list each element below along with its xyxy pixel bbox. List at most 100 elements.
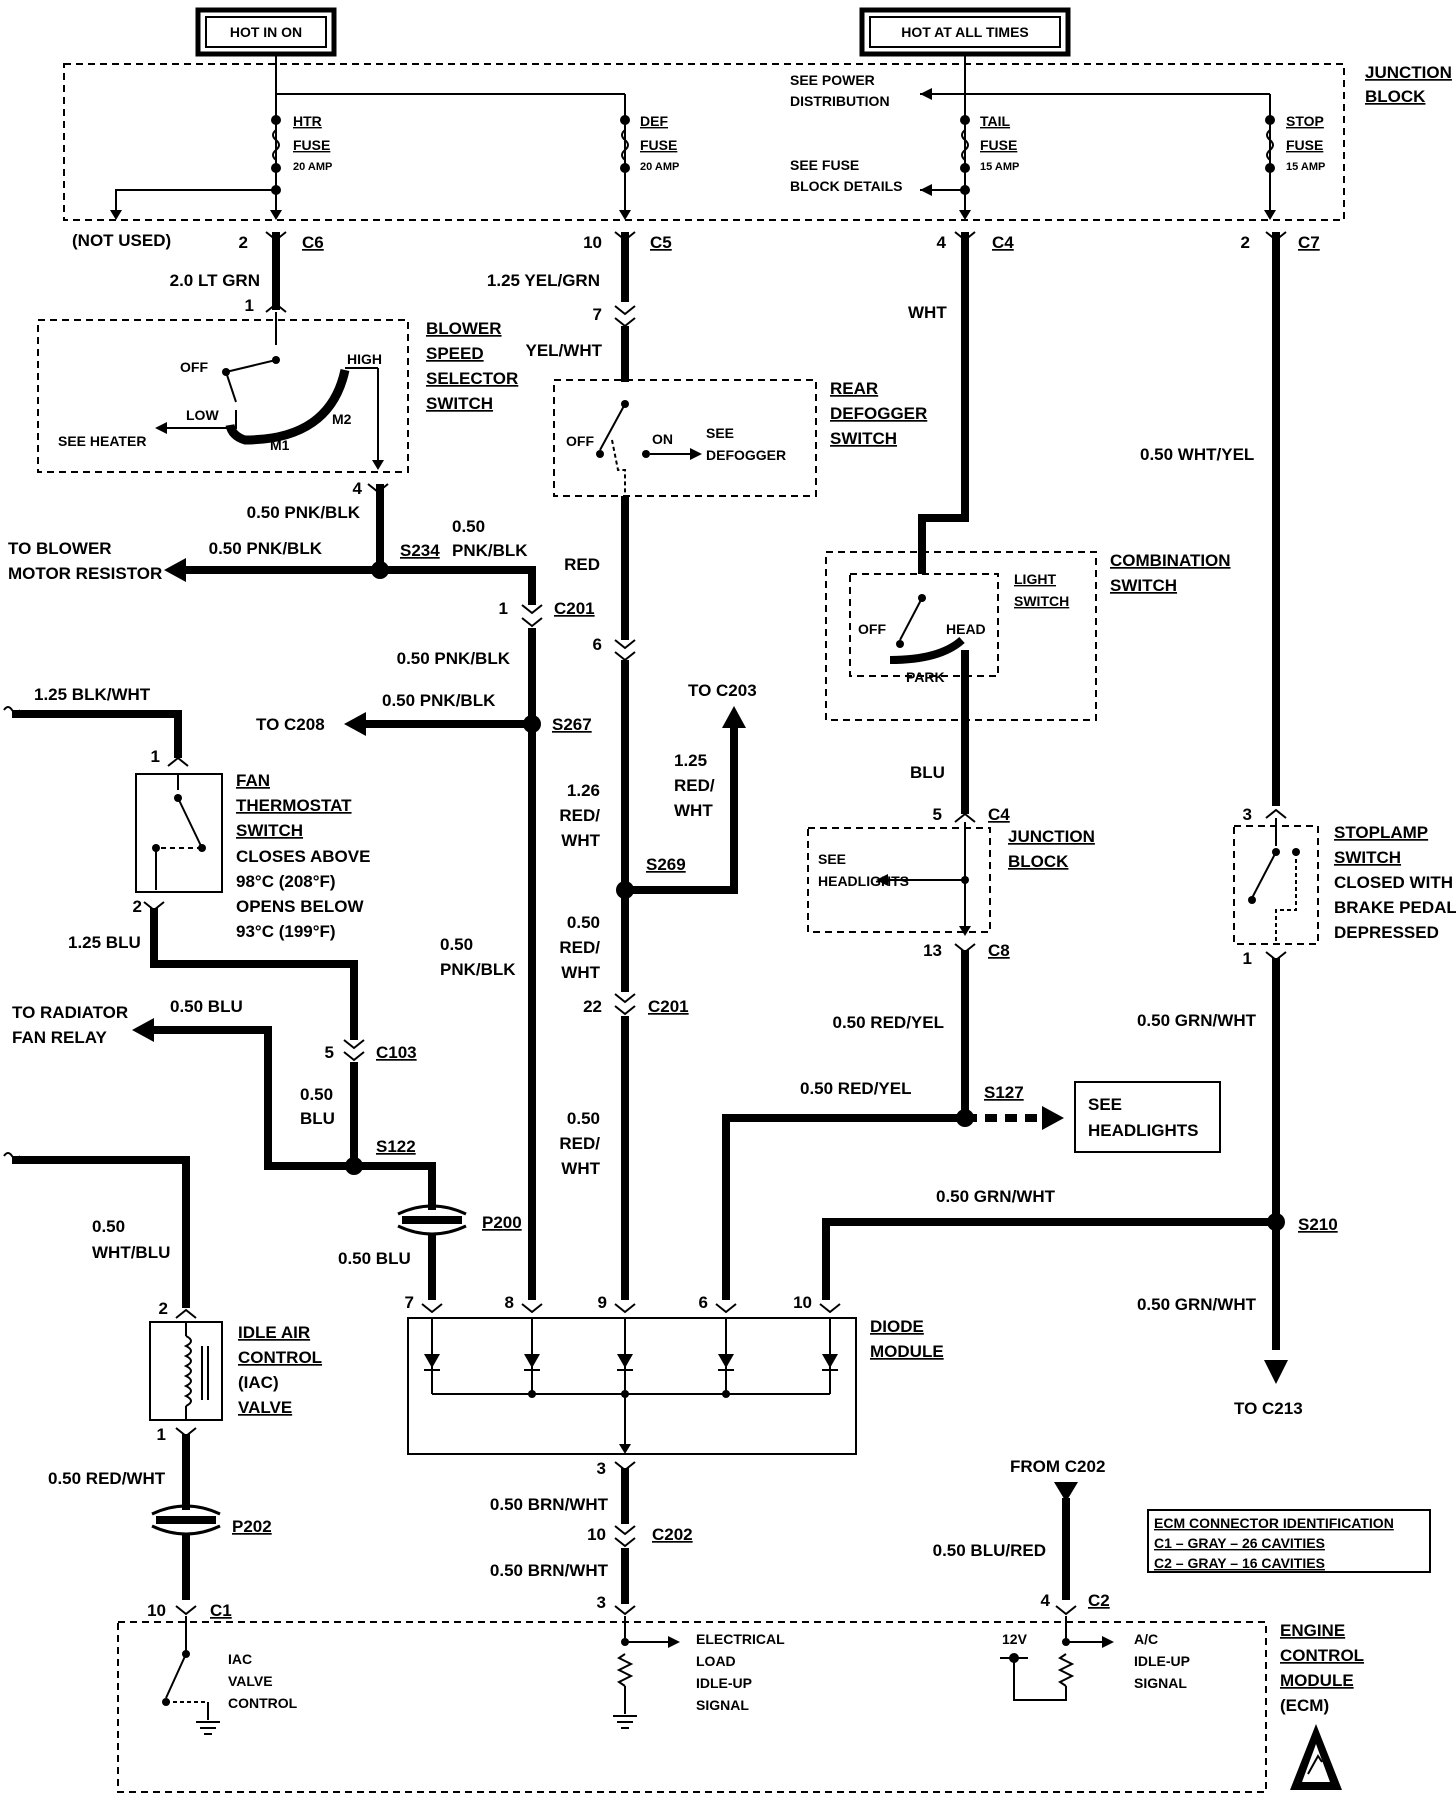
ecm-label-1: ENGINE (1280, 1621, 1345, 1640)
light-off: OFF (858, 621, 886, 637)
p202-connector (151, 1504, 221, 1536)
def-fuse-label-2: FUSE (640, 137, 677, 153)
fan-thermostat-switch (135, 773, 223, 893)
wire-pnk-blk-4: 0.50 PNK/BLK (397, 649, 511, 668)
splice-s127: S127 (984, 1083, 1024, 1102)
c6-pin: 2 (239, 233, 248, 252)
defog-label-2: DEFOGGER (830, 404, 927, 423)
ecm-ac-2: IDLE-UP (1134, 1653, 1190, 1669)
wire-red-wht-050a-2: RED/ (559, 938, 600, 957)
to-c213: TO C213 (1234, 1399, 1303, 1418)
light-park: PARK (906, 669, 945, 685)
junction-block-label-1: JUNCTION (1365, 63, 1452, 82)
ecm-conn-id-2: C1 – GRAY – 26 CAVITIES (1154, 1535, 1325, 1551)
blower-label-3: SELECTOR (426, 369, 518, 388)
fan-label-1: FAN (236, 771, 270, 790)
splice-s122: S122 (376, 1137, 416, 1156)
to-radiator-1: TO RADIATOR (12, 1003, 128, 1022)
hot-at-all-times-box: HOT AT ALL TIMES (859, 7, 1071, 57)
htr-fuse-rating: 20 AMP (293, 161, 332, 173)
c7-conn: C7 (1298, 233, 1320, 252)
c5-conn: C5 (650, 233, 672, 252)
ecm-c1-conn: C1 (210, 1601, 232, 1620)
light-switch-1: LIGHT (1014, 571, 1056, 587)
ecm-mid-pin: 3 (597, 1593, 606, 1612)
wire-pnk-blk-3a: 0.50 (452, 517, 485, 536)
stoplamp-desc-2: BRAKE PEDAL (1334, 898, 1456, 917)
diode-label-1: DIODE (870, 1317, 924, 1336)
ecm-elec-2: LOAD (696, 1653, 736, 1669)
junction-block-label-2: BLOCK (1365, 87, 1426, 106)
wire-grn-wht-b: 0.50 GRN/WHT (936, 1187, 1056, 1206)
wire-red-yel-a: 0.50 RED/YEL (833, 1013, 945, 1032)
iac-label-1: IDLE AIR (238, 1323, 310, 1342)
htr-fuse-label-2: FUSE (293, 137, 330, 153)
splice-s269: S269 (646, 855, 686, 874)
to-c208: TO C208 (256, 715, 325, 734)
ecm-connector-id: ECM CONNECTOR IDENTIFICATION C1 – GRAY –… (1147, 1509, 1431, 1573)
c103-conn: C103 (376, 1043, 417, 1062)
see-headlights-1: SEE (1088, 1095, 1122, 1114)
diode-pin-9: 9 (598, 1293, 607, 1312)
see-fuse-2: BLOCK DETAILS (790, 178, 903, 194)
wire-pnk-blk-6b: PNK/BLK (440, 960, 516, 979)
not-used-label: (NOT USED) (72, 231, 171, 250)
see-headlights-2: HEADLIGHTS (1088, 1121, 1199, 1140)
diode-pin-6: 6 (699, 1293, 708, 1312)
blower-m1: M1 (270, 437, 290, 453)
fan-desc-1: CLOSES ABOVE (236, 847, 370, 866)
defog-off: OFF (566, 433, 594, 449)
wire-red-wht-125-1: 1.25 (674, 751, 707, 770)
wire-red-wht-126-3: WHT (561, 831, 600, 850)
defog-see-1: SEE (706, 425, 734, 441)
to-blower-1: TO BLOWER (8, 539, 112, 558)
from-c202: FROM C202 (1010, 1457, 1105, 1476)
wire-blu-050-c: 0.50 BLU (338, 1249, 411, 1268)
fan-label-2: THERMOSTAT (236, 796, 352, 815)
blower-label-4: SWITCH (426, 394, 493, 413)
ecm-label-2: CONTROL (1280, 1646, 1364, 1665)
splice-s234: S234 (400, 541, 440, 560)
c4-conn: C4 (992, 233, 1014, 252)
wire-blu-050: 0.50 BLU (170, 997, 243, 1016)
ecm-module: IAC VALVE CONTROL ELECTRICAL LOAD IDLE-U… (117, 1616, 1267, 1793)
wire-red-wht-050a-3: WHT (561, 963, 600, 982)
wire-brn-wht-b: 0.50 BRN/WHT (490, 1561, 609, 1580)
c202-pin: 10 (587, 1525, 606, 1544)
fan-desc-3: OPENS BELOW (236, 897, 364, 916)
fan-pin-top: 1 (151, 747, 160, 766)
c5-pin: 10 (583, 233, 602, 252)
wire-blu: BLU (910, 763, 945, 782)
wire-pnk-blk-2: 0.50 PNK/BLK (209, 539, 323, 558)
htr-fuse-label-1: HTR (293, 113, 322, 129)
c6-conn: C6 (302, 233, 324, 252)
wire-pnk-blk-3b: PNK/BLK (452, 541, 528, 560)
stoplamp-label-1: STOPLAMP (1334, 823, 1428, 842)
ecm-elec-1: ELECTRICAL (696, 1631, 785, 1647)
wire-red-wht-050a-1: 0.50 (567, 913, 600, 932)
diode-pin-7: 7 (405, 1293, 414, 1312)
diode-module (407, 1317, 857, 1455)
blower-label-1: BLOWER (426, 319, 502, 338)
wire-grn-wht-a: 0.50 GRN/WHT (1137, 1011, 1257, 1030)
ecm-label-3: MODULE (1280, 1671, 1354, 1690)
wire-wht-yel: 0.50 WHT/YEL (1140, 445, 1254, 464)
wire-red-wht-050b-3: WHT (561, 1159, 600, 1178)
c202-conn: C202 (652, 1525, 693, 1544)
ecm-elec-4: SIGNAL (696, 1697, 749, 1713)
tail-fuse-label-1: TAIL (980, 113, 1011, 129)
wire-lt-grn: 2.0 LT GRN (170, 271, 260, 290)
iac-label-4: VALVE (238, 1398, 292, 1417)
wire-grn-wht-c: 0.50 GRN/WHT (1137, 1295, 1257, 1314)
jb2-pin-in: 5 (933, 805, 942, 824)
jb2-conn-in: C4 (988, 805, 1010, 824)
junction-block-frame (63, 63, 1345, 221)
defog-see-2: DEFOGGER (706, 447, 786, 463)
ecm-12v: 12V (1002, 1631, 1028, 1647)
wire-blu-red: 0.50 BLU/RED (933, 1541, 1046, 1560)
ecm-conn-id-3: C2 – GRAY – 16 CAVITIES (1154, 1555, 1325, 1571)
p202-label: P202 (232, 1517, 272, 1536)
hot-in-on-label: HOT IN ON (230, 24, 302, 40)
blower-pin-in: 1 (245, 296, 254, 315)
jb2-label-1: JUNCTION (1008, 827, 1095, 846)
